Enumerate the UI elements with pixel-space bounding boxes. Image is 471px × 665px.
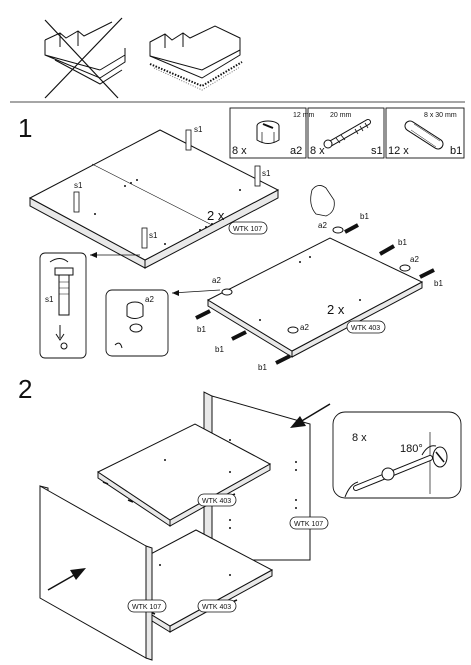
panel-tag-wtk403-step1: WTK 403 bbox=[346, 320, 386, 334]
label-b1-a: b1 bbox=[360, 212, 369, 221]
part-qty-s1: 8 x bbox=[310, 145, 325, 157]
step-number-1: 1 bbox=[18, 113, 32, 143]
panel-holes bbox=[94, 179, 241, 245]
step1-multiplier-b: 2 x bbox=[327, 302, 345, 317]
push-arrow-left-icon bbox=[47, 568, 86, 591]
label-a2-detail: a2 bbox=[145, 295, 154, 304]
label-a2-a: a2 bbox=[318, 221, 327, 230]
part-size-a2: 12 mm bbox=[293, 112, 315, 119]
left-side-panel bbox=[39, 485, 147, 659]
rotate-180-arrow-icon bbox=[421, 445, 437, 456]
detail-box-cam-bolt: s1 bbox=[39, 252, 140, 359]
top-shelf-panel bbox=[97, 423, 272, 521]
label-b1-f: b1 bbox=[258, 363, 267, 372]
part-code-a2: a2 bbox=[290, 145, 302, 157]
label-b1-b: b1 bbox=[398, 238, 407, 247]
callout-rotation: 180° bbox=[400, 443, 423, 455]
label-a2-d: a2 bbox=[300, 323, 309, 332]
callout-count: 8 x bbox=[352, 432, 367, 444]
cam-bolt-s1-group bbox=[73, 129, 261, 249]
label-a2-b: a2 bbox=[410, 255, 419, 264]
tag-left-side-wtk107: WTK 107 bbox=[127, 599, 167, 613]
svg-text:WTK 403: WTK 403 bbox=[202, 604, 231, 611]
detail-callout-tighten: 8 x 180° bbox=[332, 411, 462, 499]
label-b1-c: b1 bbox=[434, 279, 443, 288]
right-unpacking-illustration bbox=[149, 25, 243, 91]
label-s1-b: s1 bbox=[262, 169, 271, 178]
step1-multiplier-a: 2 x bbox=[207, 208, 225, 223]
wooden-dowel-icon bbox=[404, 120, 444, 150]
svg-text:WTK 107: WTK 107 bbox=[294, 521, 323, 528]
part-code-b1: b1 bbox=[450, 145, 462, 157]
side-panel-wtk107-step1: s1 s1 s1 s1 2 x WTK 107 bbox=[28, 125, 280, 269]
part-qty-b1: 12 x bbox=[388, 145, 409, 157]
part-size-s1: 20 mm bbox=[330, 112, 352, 119]
cam-locks-a2 bbox=[221, 226, 411, 334]
push-arrow-right-icon bbox=[290, 403, 331, 428]
label-b1-e: b1 bbox=[215, 345, 224, 354]
hand-icon bbox=[310, 185, 335, 217]
svg-text:WTK 403: WTK 403 bbox=[202, 498, 231, 505]
cam-lock-icon bbox=[256, 120, 280, 144]
panel-tag-wtk107-step1: WTK 107 bbox=[228, 221, 268, 235]
part-qty-a2: 8 x bbox=[232, 145, 247, 157]
part-code-s1: s1 bbox=[371, 145, 383, 157]
label-s1-c: s1 bbox=[74, 181, 83, 190]
tag-bottom-shelf-wtk403: WTK 403 bbox=[197, 599, 237, 613]
label-s1-a: s1 bbox=[194, 125, 203, 134]
dowels-b1 bbox=[195, 223, 435, 365]
parts-legend: 12 mm 8 x a2 20 mm 8 x s1 8 x 30 mm 12 x… bbox=[229, 107, 465, 159]
tag-right-side-wtk107: WTK 107 bbox=[289, 516, 329, 530]
label-s1-detail: s1 bbox=[45, 295, 54, 304]
tag-top-shelf-wtk403: WTK 403 bbox=[197, 493, 237, 507]
down-arrow-icon bbox=[55, 325, 65, 341]
assembly-step2: WTK 403 WTK 107 WTK 107 WTK 403 bbox=[39, 391, 331, 661]
detail-box-cam-lock: a2 bbox=[105, 289, 221, 357]
svg-text:WTK 107: WTK 107 bbox=[132, 604, 161, 611]
rotate-arrow-icon bbox=[49, 258, 69, 263]
shelf-panel-wtk403-step1: 2 x WTK 403 a2 a2 a2 a2 b1 b1 b1 b1 b1 bbox=[195, 185, 443, 372]
label-a2-c: a2 bbox=[212, 276, 221, 285]
step-number-2: 2 bbox=[18, 374, 32, 404]
part-size-b1: 8 x 30 mm bbox=[424, 112, 457, 119]
label-s1-d: s1 bbox=[149, 231, 158, 240]
cam-bolt-icon bbox=[323, 119, 371, 149]
svg-text:WTK 107: WTK 107 bbox=[233, 226, 262, 233]
label-b1-d: b1 bbox=[197, 325, 206, 334]
wrong-unpacking-illustration bbox=[44, 17, 126, 99]
svg-text:WTK 403: WTK 403 bbox=[351, 325, 380, 332]
